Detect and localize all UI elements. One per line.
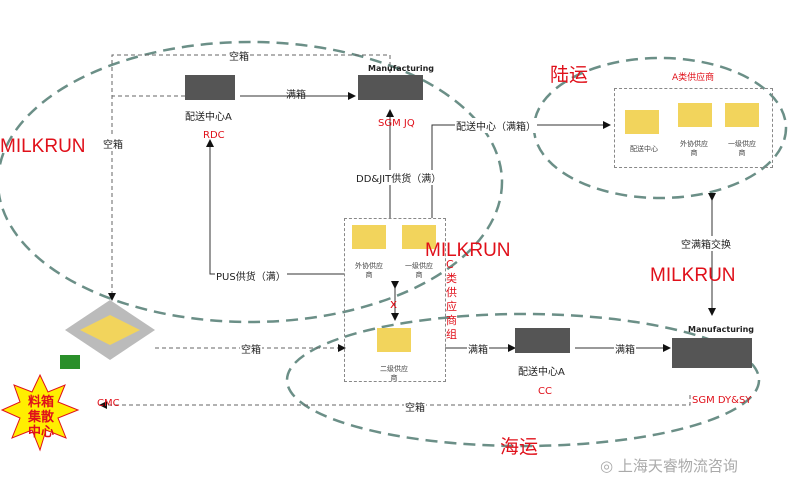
edge-top-full: 满箱 [286, 90, 306, 101]
manufacturing-top-label: Manufacturing [368, 64, 434, 73]
watermark-text: 上海天睿物流咨询 [617, 457, 738, 475]
cmc-label: CMC [97, 398, 120, 409]
edge-cmc-empty: 空箱 [240, 341, 262, 356]
edge-left-empty: 空箱 [102, 136, 124, 151]
a-suppliers-title: A类供应商 [672, 73, 715, 83]
c-tier2-label: 二级供应商 [380, 365, 408, 382]
milkrun-left-label: MILKRUN [0, 136, 86, 157]
edge-cc-full: 满箱 [614, 341, 636, 356]
milkrun-right-label: MILKRUN [650, 265, 736, 286]
c-outsource-building [352, 225, 386, 249]
c-supplier-group-box [344, 218, 446, 382]
manufacturing-bottom-label: Manufacturing [688, 325, 754, 334]
edge-ddjit: DD&JIT供货（满） [355, 170, 443, 185]
dc-a-bottom-building [515, 328, 570, 353]
dc-a-bottom-label: 配送中心A [518, 367, 565, 378]
sea-ellipse [285, 312, 761, 448]
cmc-warehouse [60, 300, 155, 369]
c-tier1-label: 一级供应商 [405, 262, 433, 279]
milkrun-center-label: MILKRUN [425, 240, 511, 261]
hub-label: 料箱集散中心 [27, 395, 54, 440]
a-supplier-group-box [614, 88, 773, 168]
a-outsource-label: 外协供应商 [680, 140, 708, 157]
a-dc-building [625, 110, 659, 134]
watermark: ◎ 上海天睿物流咨询 [600, 455, 738, 476]
manufacturing-top-building [358, 75, 423, 100]
c-outsource-label: 外协供应商 [355, 262, 383, 279]
edge-bottom-empty: 空箱 [404, 399, 426, 414]
dc-a-top-building [185, 75, 235, 100]
c-tier2-building [377, 328, 411, 352]
sea-label: 海运 [500, 437, 539, 458]
edge-pus: PUS供货（满） [215, 268, 287, 283]
cc-label: CC [538, 386, 552, 397]
a-dc-label: 配送中心 [630, 145, 658, 153]
milkrun-left-ellipse [0, 40, 504, 324]
a-tier1-building [725, 103, 759, 127]
sgm-dysy-label: SGM DY&SY [692, 395, 752, 406]
manufacturing-bottom-building [672, 338, 752, 368]
rdc-label: RDC [203, 130, 225, 141]
edge-c-full: 满箱 [467, 341, 489, 356]
dc-a-top-label: 配送中心A [185, 112, 232, 123]
edge-top-empty: 空箱 [228, 48, 250, 63]
land-label: 陆运 [550, 65, 589, 86]
c-tier1-building [402, 225, 436, 249]
sgm-jq-label: SGM JQ [378, 118, 415, 129]
wechat-icon: ◎ [600, 457, 618, 475]
c-group-label: C类供应商组 [446, 258, 457, 341]
edge-exchange: 空满箱交换 [680, 236, 732, 251]
hub-starburst [0, 373, 80, 452]
edge-dc-full: 配送中心（满箱） [455, 118, 537, 133]
svg-text:x: x [390, 297, 397, 311]
a-outsource-building [678, 103, 712, 127]
a-tier1-label: 一级供应商 [728, 140, 756, 157]
